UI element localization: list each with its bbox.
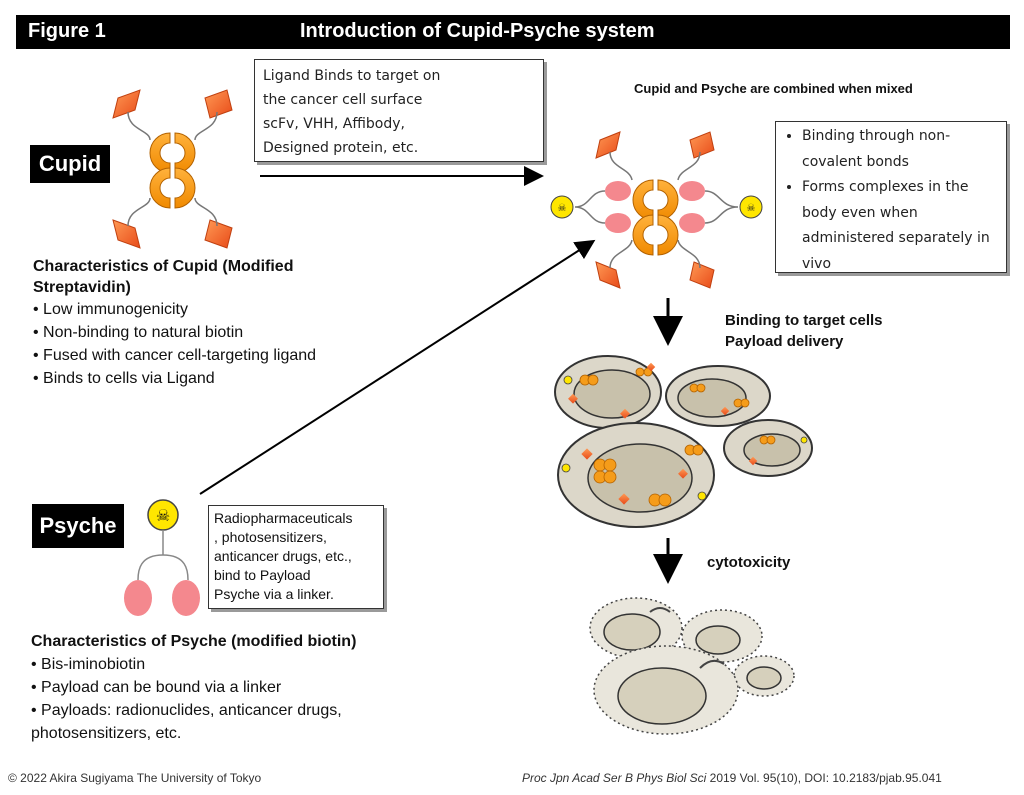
psyche-point-continuation: photosensitizers, etc. [31, 725, 182, 742]
svg-text:☠: ☠ [747, 203, 756, 214]
complex-caption: Cupid and Psyche are combined when mixed [634, 81, 913, 96]
cupid-point: Binds to cells via Ligand [33, 367, 413, 390]
ligand-line: Ligand Binds to target on [263, 68, 441, 84]
payload-line: Radiopharmaceuticals [214, 510, 353, 526]
cytotoxicity-label: cytotoxicity [707, 554, 791, 571]
citation-journal: Proc Jpn Acad Ser B Phys Biol Sci [522, 771, 707, 785]
psyche-tag: Psyche [32, 504, 124, 548]
psyche-point: Bis-iminobiotin [31, 653, 451, 676]
binding-label-line1: Binding to target cells [725, 312, 883, 329]
payload-line: anticancer drugs, etc., [214, 548, 352, 564]
psyche-point: Payloads: radionuclides, anticancer drug… [31, 699, 451, 722]
binding-label: Binding to target cells Payload delivery [725, 310, 883, 352]
psyche-heading: Characteristics of Psyche (modified biot… [31, 633, 357, 650]
ligand-line: Designed protein, etc. [263, 140, 419, 156]
cupid-molecule [112, 89, 233, 249]
svg-text:☠: ☠ [558, 203, 567, 214]
dying-cells-group [589, 597, 795, 735]
cupid-point: Fused with cancer cell-targeting ligand [33, 344, 413, 367]
psyche-molecule: ☠ [124, 499, 200, 616]
citation-rest: 2019 Vol. 95(10), DOI: 10.2183/pjab.95.0… [706, 771, 942, 785]
complex-bullet: Binding through non-covalent bonds [802, 124, 1002, 175]
cupid-point: Non-binding to natural biotin [33, 321, 413, 344]
psyche-point: Payload can be bound via a linker [31, 676, 451, 699]
citation: Proc Jpn Acad Ser B Phys Biol Sci 2019 V… [522, 771, 942, 785]
cupid-heading-line1: Characteristics of Cupid (Modified [33, 258, 294, 275]
payload-info-box: Radiopharmaceuticals , photosensitizers,… [208, 505, 384, 609]
title-bar: Figure 1 Introduction of Cupid-Psyche sy… [16, 15, 1010, 49]
ligand-info-box: Ligand Binds to target on the cancer cel… [254, 59, 544, 162]
svg-text:☠: ☠ [156, 506, 170, 525]
cupid-heading-line2: Streptavidin) [33, 279, 131, 296]
cupid-characteristics: Characteristics of Cupid (Modified Strep… [33, 256, 413, 390]
figure-title: Introduction of Cupid-Psyche system [300, 20, 655, 42]
figure-label: Figure 1 [28, 20, 106, 42]
payload-line: , photosensitizers, [214, 529, 327, 545]
cupid-psyche-complex: ☠ ☠ [550, 131, 763, 289]
binding-label-line2: Payload delivery [725, 333, 844, 350]
target-cells-group [554, 355, 813, 528]
cupid-tag: Cupid [30, 145, 110, 183]
complex-info-box: Binding through non-covalent bonds Forms… [775, 121, 1007, 273]
ligand-line: the cancer cell surface [263, 92, 423, 108]
ligand-line: scFv, VHH, Affibody, [263, 116, 405, 132]
copyright: © 2022 Akira Sugiyama The University of … [8, 771, 262, 785]
cupid-point: Low immunogenicity [33, 298, 413, 321]
psyche-characteristics: Characteristics of Psyche (modified biot… [31, 631, 451, 745]
complex-bullet: Forms complexes in the body even when ad… [802, 175, 1002, 277]
payload-line: bind to Payload [214, 567, 311, 583]
payload-line: Psyche via a linker. [214, 586, 334, 602]
